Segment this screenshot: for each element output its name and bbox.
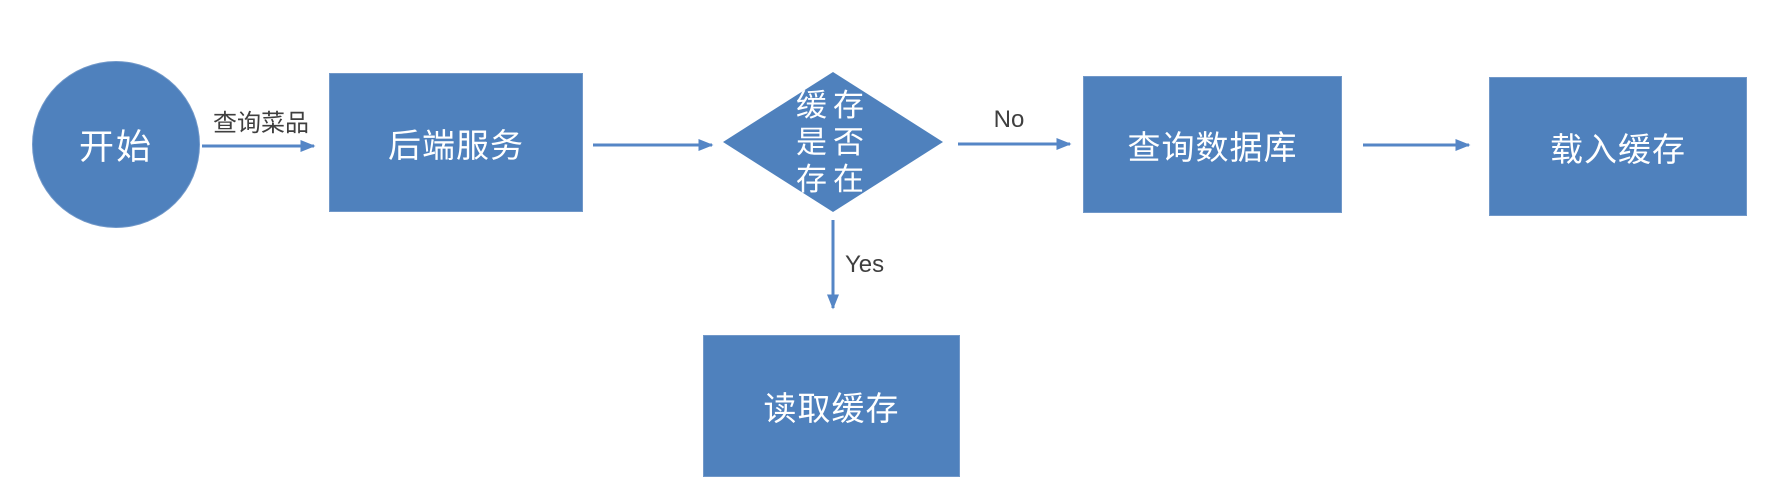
- read-cache-node: 读取缓存: [703, 335, 960, 477]
- cache-exists-decision-label: 缓存 是否 存在: [796, 87, 870, 197]
- start-node: 开始: [32, 61, 200, 228]
- backend-service-node: 后端服务: [329, 73, 583, 212]
- query-database-node-label: 查询数据库: [1127, 128, 1298, 166]
- backend-service-node-label: 后端服务: [388, 126, 524, 164]
- read-cache-node-label: 读取缓存: [763, 390, 900, 427]
- start-node-label: 开始: [78, 128, 153, 167]
- load-cache-node: 载入缓存: [1489, 77, 1747, 216]
- load-cache-node-label: 载入缓存: [1550, 130, 1686, 168]
- edge-label-query-dish: 查询菜品: [213, 110, 309, 137]
- query-database-node: 查询数据库: [1083, 76, 1342, 213]
- edge-label-yes: Yes: [845, 251, 885, 278]
- edge-label-no: No: [993, 106, 1025, 133]
